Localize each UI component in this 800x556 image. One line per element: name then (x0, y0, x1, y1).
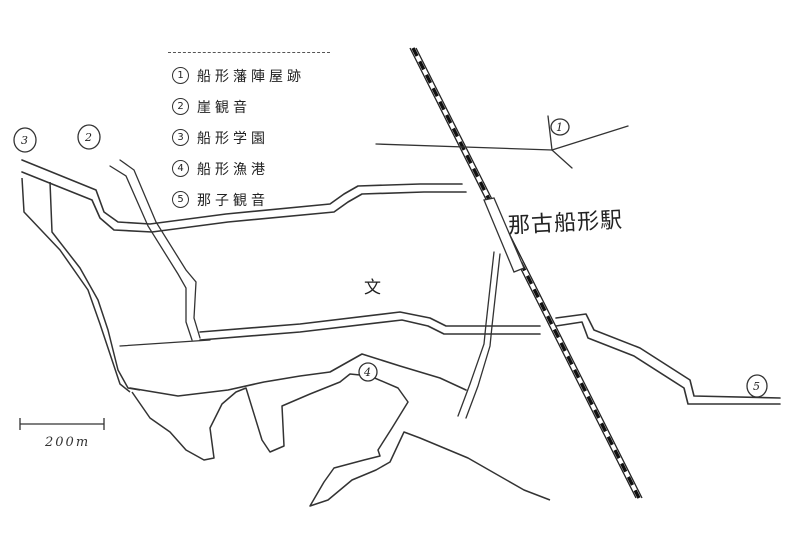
legend-number: 3 (172, 129, 189, 146)
legend-divider (168, 52, 330, 53)
marker-3: 3 (13, 127, 37, 153)
legend-label: 船形藩陣屋跡 (197, 68, 305, 85)
legend-label: 崖観音 (197, 99, 251, 116)
railway-line (409, 47, 643, 499)
legend-number: 1 (172, 67, 189, 84)
marker-2: 2 (77, 124, 101, 150)
legend-item: 1 船形藩陣屋跡 (172, 60, 342, 91)
legend-item: 2 崖観音 (172, 91, 342, 122)
marker-5: 5 (746, 374, 768, 398)
legend-number: 5 (172, 191, 189, 208)
marker-3-label: 3 (21, 134, 28, 147)
scale-label: 200m (45, 435, 91, 450)
station-platform (483, 197, 525, 273)
marker-4: 4 (358, 362, 378, 382)
marker-4-label: 4 (363, 366, 371, 379)
legend-item: 4 船形漁港 (172, 153, 342, 184)
marker-5-label: 5 (753, 380, 760, 393)
marker-1: 1 (550, 118, 570, 136)
legend-label: 船形漁港 (197, 161, 269, 178)
station-label: 那古船形駅 (507, 208, 624, 239)
legend-label: 船形学園 (197, 130, 269, 147)
legend-number: 2 (172, 98, 189, 115)
legend-number: 4 (172, 160, 189, 177)
school-symbol: 文 (364, 278, 381, 298)
road-network (21, 115, 781, 419)
marker-2-label: 2 (84, 131, 92, 144)
legend-label: 那子観音 (197, 192, 269, 209)
legend: 1 船形藩陣屋跡 2 崖観音 3 船形学園 4 船形漁港 5 那子観音 (172, 60, 342, 215)
legend-item: 5 那子観音 (172, 184, 342, 215)
marker-1-label: 1 (556, 121, 563, 134)
scale-bar (19, 418, 105, 430)
harbor-outline (131, 373, 551, 507)
legend-item: 3 船形学園 (172, 122, 342, 153)
